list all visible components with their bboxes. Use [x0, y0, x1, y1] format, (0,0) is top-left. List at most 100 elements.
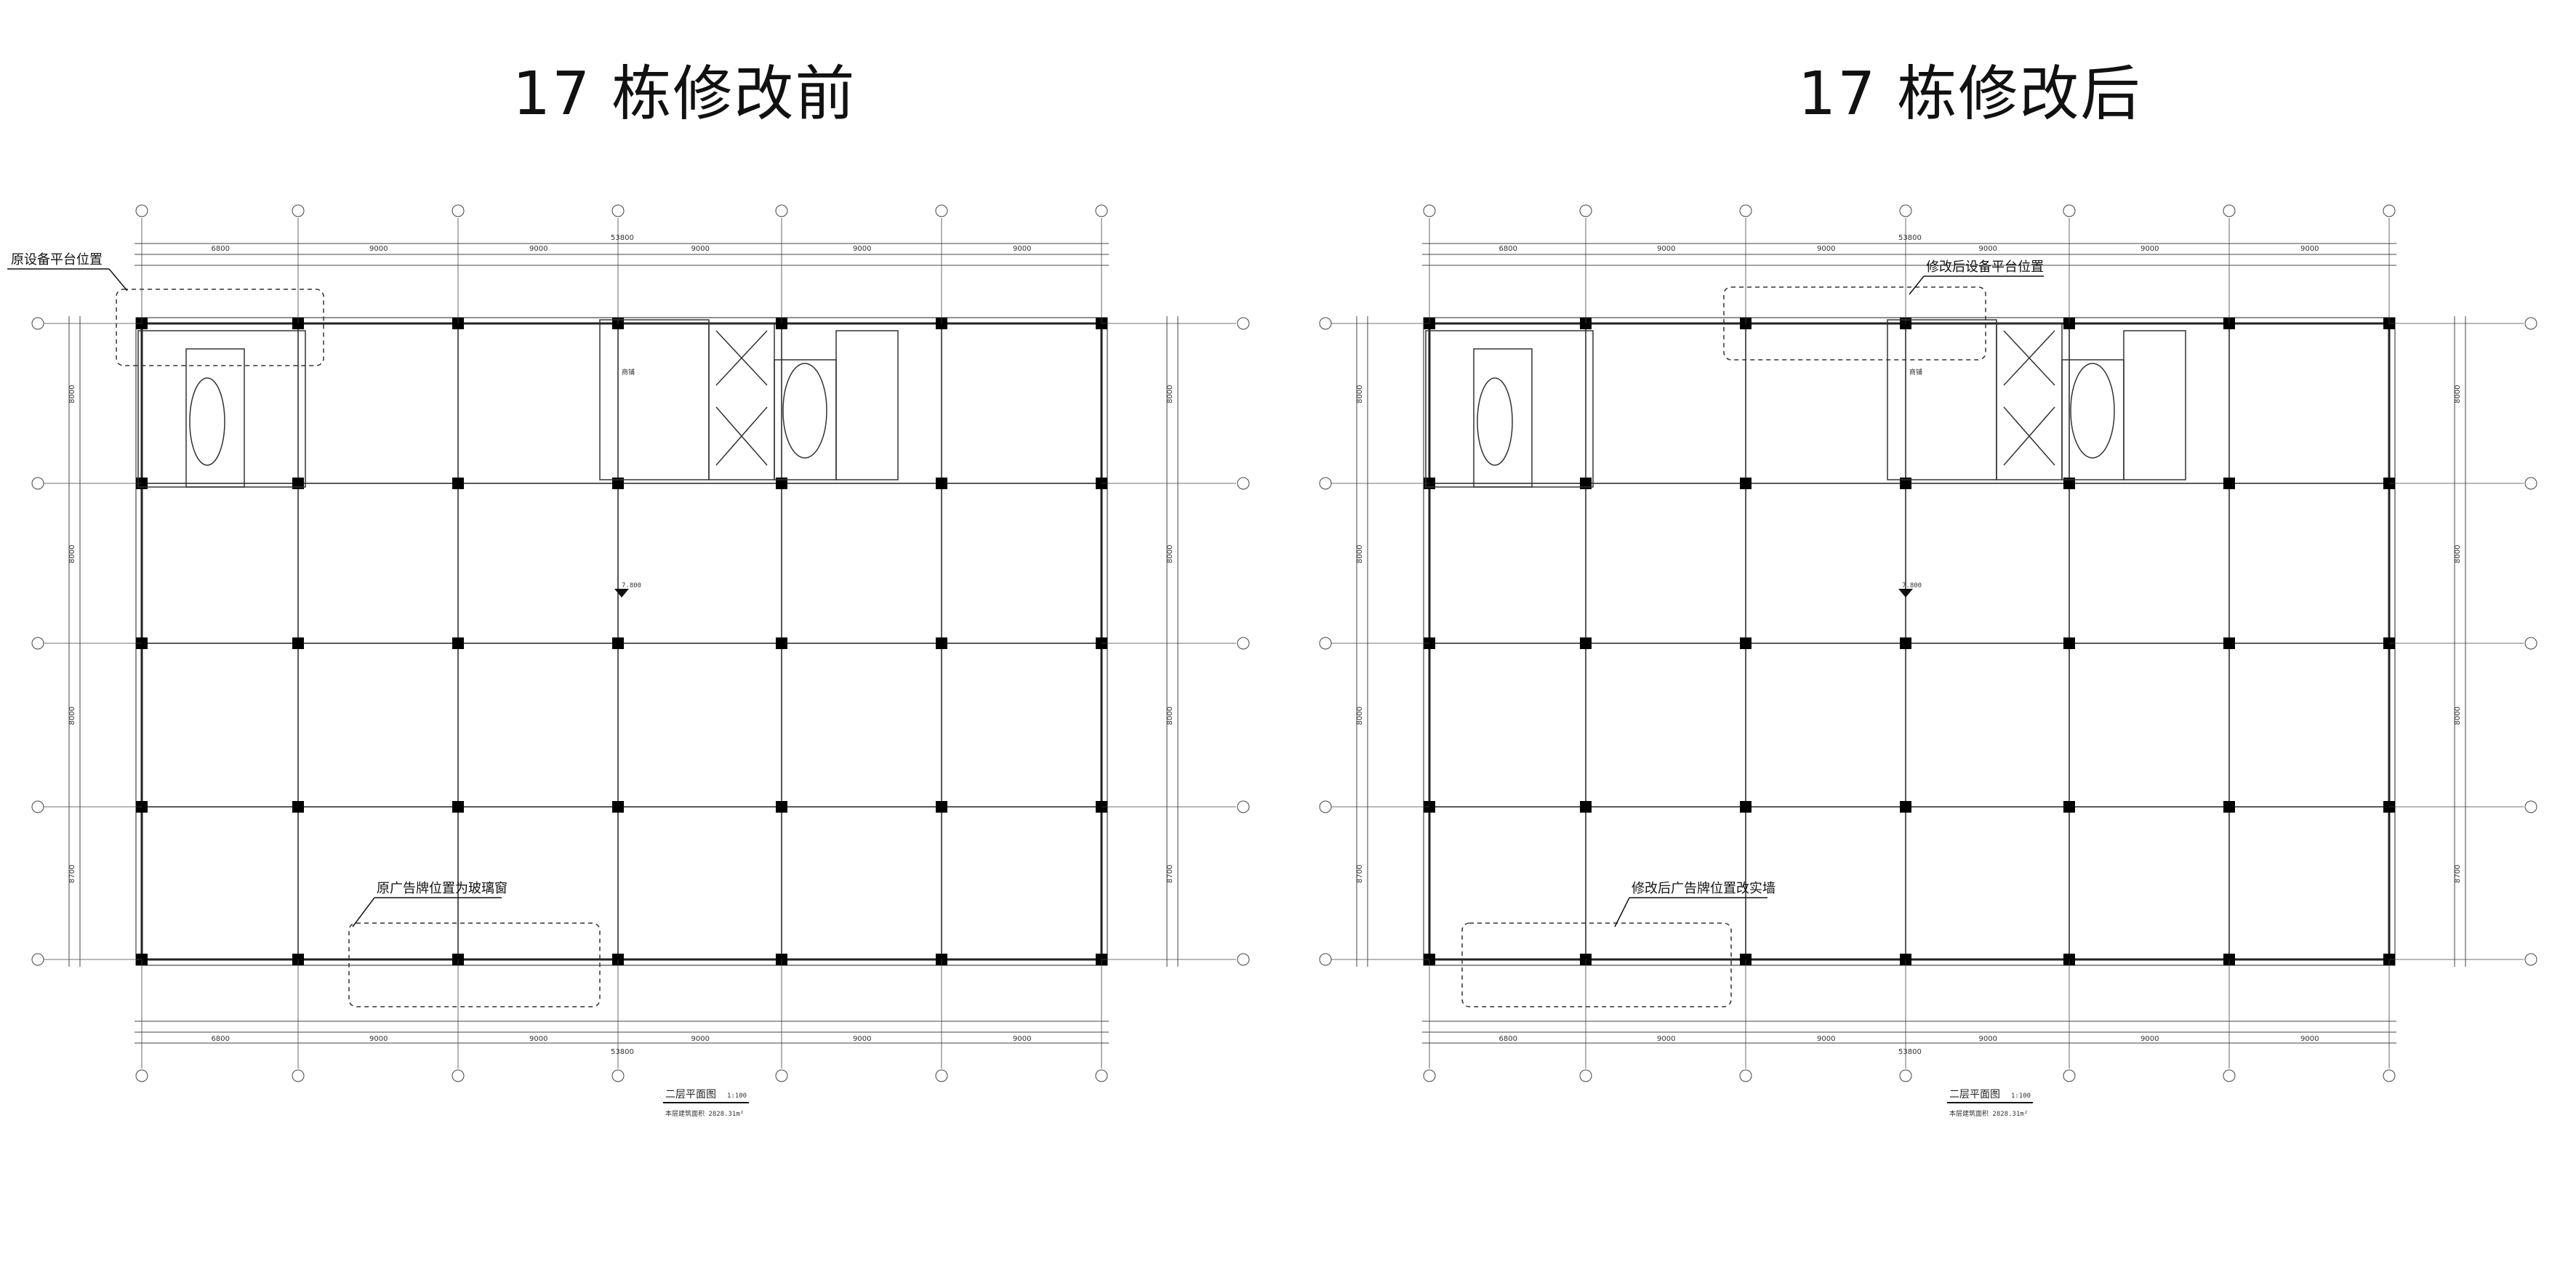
floor-plan-after: 6800680090009000900090009000900090009000… [1319, 204, 2537, 1118]
axis-bubble [611, 1069, 625, 1082]
dimension-value: 9000 [369, 245, 388, 253]
dimension-value: 8000 [1356, 545, 1364, 563]
dimension-value: 8000 [1356, 385, 1364, 403]
axis-bubble [1579, 204, 1592, 217]
axis-bubble [1423, 204, 1436, 217]
dimension-value: 8700 [2454, 865, 2462, 883]
axis-bubble [292, 204, 305, 217]
axis-bubble [1237, 477, 1250, 490]
core-rooms [137, 319, 899, 488]
axis-bubble [1579, 1069, 1592, 1082]
axis-bubble [1423, 1069, 1436, 1082]
dimension-value: 8000 [1166, 385, 1174, 403]
axis-bubble [2524, 637, 2537, 650]
column [2063, 801, 2075, 813]
title-before: 17 栋修改前 [513, 60, 856, 129]
column [776, 637, 787, 649]
axis-bubble [2223, 1069, 2236, 1082]
dimension-value: 9000 [369, 1035, 388, 1043]
title-after: 17 栋修改后 [1798, 60, 2142, 129]
column [1900, 801, 1911, 813]
column [1740, 637, 1752, 649]
axis-bubble [2524, 953, 2537, 966]
axis-bubble [31, 477, 44, 490]
dimension-value: 6800 [1499, 1035, 1517, 1043]
dimension-value: 9000 [1817, 245, 1835, 253]
axis-bubble [2063, 204, 2076, 217]
leader-lines [1614, 275, 2044, 927]
column [1580, 801, 1592, 813]
plan-area-note: 本层建筑面积 2828.31m² [1949, 1109, 2028, 1118]
axis-bubble [2063, 1069, 2076, 1082]
axis-bubble [135, 204, 148, 217]
dimension-text: 6800680090009000900090009000900090009000… [68, 234, 1174, 1056]
column [2223, 801, 2235, 813]
dimension-value: 8000 [2454, 545, 2462, 563]
leader-lines [7, 268, 502, 927]
column [936, 637, 947, 649]
column [1740, 478, 1752, 489]
axis-bubble [452, 1069, 465, 1082]
axis-bubble [1237, 953, 1250, 966]
axis-bubble [1739, 1069, 1752, 1082]
dimension-value: 9000 [853, 1035, 871, 1043]
dimension-value: 9000 [529, 1035, 547, 1043]
axis-bubble [1237, 317, 1250, 330]
column [292, 478, 304, 489]
axis-bubble [1319, 317, 1332, 330]
axis-bubble [1739, 204, 1752, 217]
core-rooms [1425, 319, 2186, 488]
dimension-overall: 53800 [611, 234, 634, 242]
callout-sign-after: 修改后广告牌位置改实墙 [1632, 881, 1775, 896]
column [452, 801, 464, 813]
axis-bubble [2223, 204, 2236, 217]
dimension-value: 8000 [68, 707, 76, 725]
axis-bubble [1899, 204, 1912, 217]
column [936, 478, 947, 489]
axis-bubble [1095, 1069, 1108, 1082]
axis-bubble [2524, 800, 2537, 813]
column [292, 637, 304, 649]
axis-bubble [775, 1069, 788, 1082]
dimension-overall: 53800 [1898, 1048, 1922, 1056]
dimension-value: 9000 [691, 245, 710, 253]
axis-bubble [1319, 953, 1332, 966]
dimension-value: 9000 [2140, 245, 2159, 253]
elevation-label: 7.800 [1902, 582, 1922, 589]
axis-bubble [452, 204, 465, 217]
axis-bubble [135, 1069, 148, 1082]
dimension-value: 9000 [1657, 1035, 1675, 1043]
axis-bubble [935, 204, 948, 217]
axis-bubble [1237, 800, 1250, 813]
callout-equipment-before: 原设备平台位置 [11, 252, 103, 267]
dashed-callout-areas [116, 289, 601, 1007]
dimension-value: 9000 [1013, 1035, 1031, 1043]
plan-area-note: 本层建筑面积 2828.31m² [665, 1109, 744, 1118]
column [452, 478, 464, 489]
dimension-value: 8700 [1166, 865, 1174, 883]
column [1580, 478, 1592, 489]
floor-plan-before: 6800680090009000900090009000900090009000… [7, 204, 1250, 1118]
axis-bubble [1319, 477, 1332, 490]
elevation-marker-icon [614, 589, 629, 597]
dimension-value: 8000 [1166, 545, 1174, 563]
column [612, 801, 624, 813]
column [776, 478, 787, 489]
dimension-value: 9000 [691, 1035, 710, 1043]
dimension-value: 8700 [68, 865, 76, 883]
dimension-value: 8700 [1356, 865, 1364, 883]
axis-bubble [2383, 1069, 2396, 1082]
dimension-value: 9000 [529, 245, 547, 253]
plan-scale: 1:100 [2011, 1092, 2031, 1100]
axis-bubble [2383, 204, 2396, 217]
column [1900, 637, 1911, 649]
room-label: 商铺 [1909, 368, 1922, 377]
plan-name: 二层平面图 [1949, 1089, 2000, 1100]
axis-bubble [935, 1069, 948, 1082]
columns [136, 318, 1107, 965]
axis-bubble [1319, 637, 1332, 650]
dimension-lines [1319, 204, 2537, 1082]
column [2063, 478, 2075, 489]
room-label: 商铺 [622, 368, 635, 377]
axis-bubble [1095, 204, 1108, 217]
